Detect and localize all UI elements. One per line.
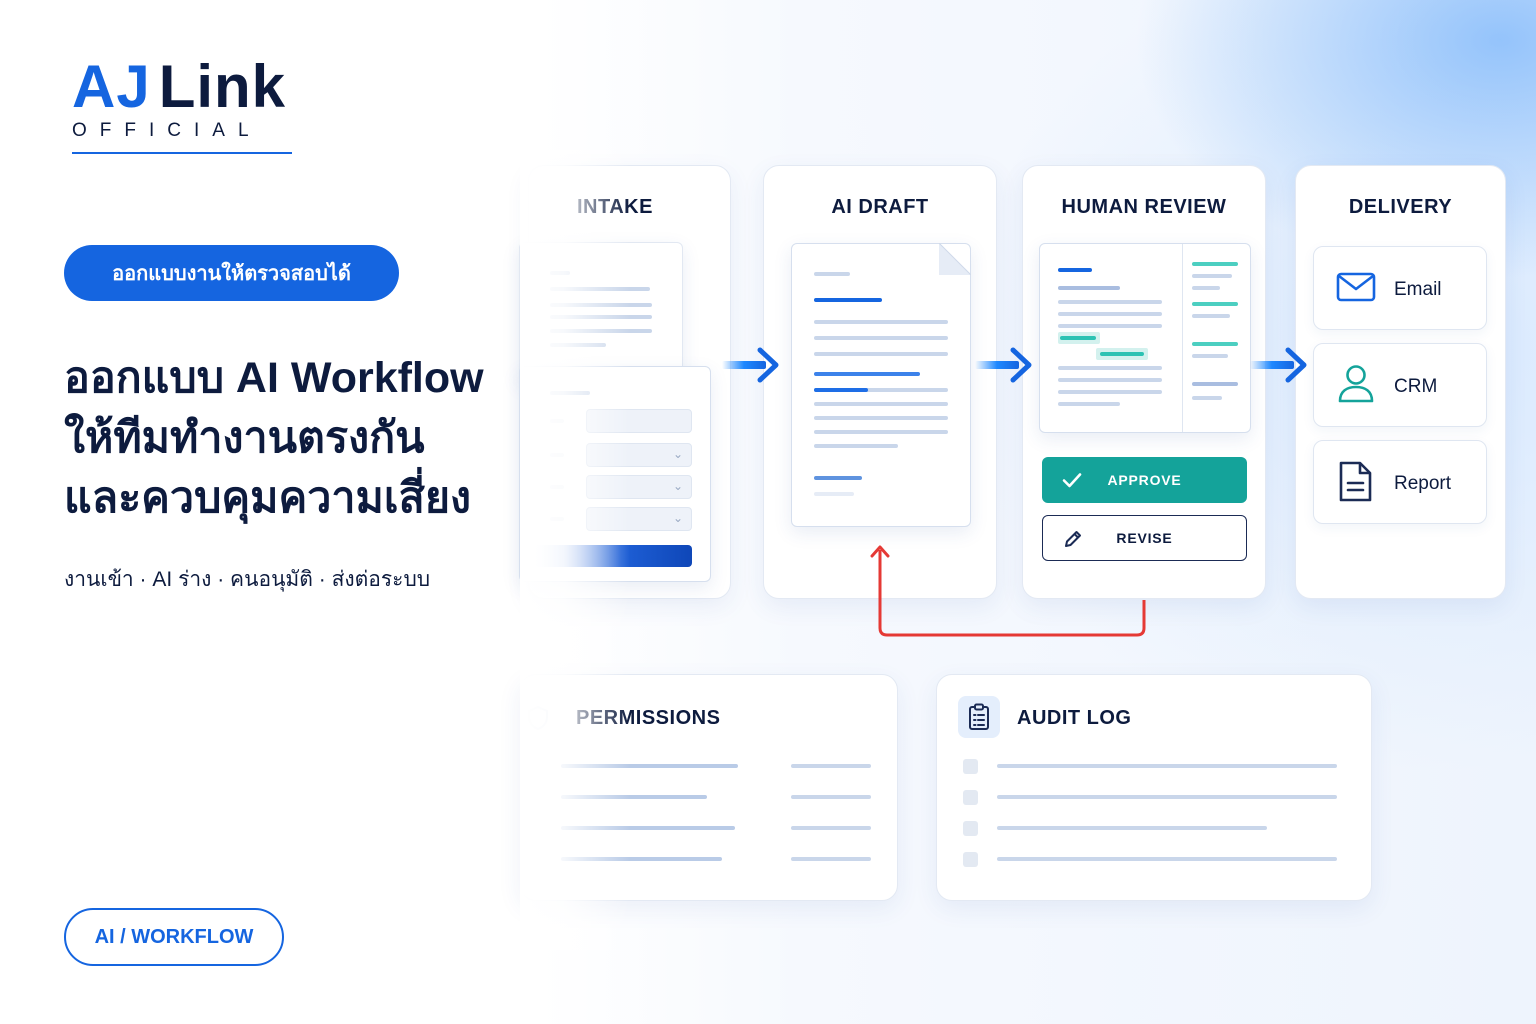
clipboard-icon xyxy=(969,703,989,730)
form-field-1[interactable] xyxy=(586,409,692,433)
chevron-down-icon: ⌄ xyxy=(672,511,683,525)
delivery-title: DELIVERY xyxy=(1348,196,1453,218)
revise-button[interactable]: REVISE xyxy=(1042,515,1247,561)
headline: ออกแบบ AI Workflow ให้ทีมทำงานตรงกัน และ… xyxy=(64,348,534,528)
mail-icon xyxy=(1336,272,1376,302)
category-pill[interactable]: AI / WORKFLOW xyxy=(64,908,284,966)
delivery-item-report[interactable]: Report xyxy=(1313,440,1487,524)
chevron-down-icon: ⌄ xyxy=(672,479,683,493)
ai-draft-document xyxy=(791,243,971,527)
form-submit-button[interactable] xyxy=(534,545,692,567)
delivery-report-label: Report xyxy=(1394,473,1452,494)
form-select-1[interactable]: ⌄ xyxy=(586,443,692,467)
shield-icon xyxy=(528,705,548,731)
tag-pill: ออกแบบงานให้ตรวจสอบได้ xyxy=(64,245,399,301)
form-select-2[interactable]: ⌄ xyxy=(586,475,692,499)
human-review-title: HUMAN REVIEW xyxy=(1061,196,1227,218)
form-select-3[interactable]: ⌄ xyxy=(586,507,692,531)
audit-row-checkbox[interactable] xyxy=(963,852,978,867)
pencil-icon xyxy=(1065,531,1081,547)
permissions-card: PERMISSIONS xyxy=(520,674,898,901)
process-subline: งานเข้า · AI ร่าง · คนอนุมัติ · ส่งต่อระ… xyxy=(64,568,431,591)
headline-line-2: ให้ทีมทำงานตรงกัน xyxy=(64,414,425,462)
audit-log-title: AUDIT LOG xyxy=(1017,707,1132,729)
headline-line-3: และควบคุมความเสี่ยง xyxy=(64,474,472,522)
audit-log-card: AUDIT LOG xyxy=(936,674,1372,901)
arrow-right-icon xyxy=(722,347,779,383)
revise-loop-arrow xyxy=(870,545,1146,637)
logo-aj: AJ xyxy=(72,53,151,120)
logo-underline xyxy=(72,152,292,154)
logo-subtitle: OFFICIAL xyxy=(72,120,262,141)
approve-button[interactable]: APPROVE xyxy=(1042,457,1247,503)
delivery-item-email[interactable]: Email xyxy=(1313,246,1487,330)
document-icon xyxy=(1339,461,1372,502)
audit-icon-tile xyxy=(958,696,1000,738)
chevron-down-icon: ⌄ xyxy=(672,447,683,461)
audit-row-checkbox[interactable] xyxy=(963,821,978,836)
approve-label: APPROVE xyxy=(1107,472,1182,488)
delivery-item-crm[interactable]: CRM xyxy=(1313,343,1487,427)
arrow-right-icon xyxy=(1250,347,1307,383)
page-fold-icon xyxy=(939,243,971,275)
revise-label: REVISE xyxy=(1116,530,1173,546)
arrow-right-icon xyxy=(975,347,1032,383)
delivery-email-label: Email xyxy=(1394,279,1442,300)
delivery-crm-label: CRM xyxy=(1394,376,1438,397)
check-icon xyxy=(1062,473,1082,488)
ai-draft-card: AI DRAFT xyxy=(763,165,997,599)
review-document xyxy=(1039,243,1251,433)
human-review-card: HUMAN REVIEW xyxy=(1022,165,1266,599)
intake-title: INTAKE xyxy=(577,196,653,218)
audit-row-checkbox[interactable] xyxy=(963,790,978,805)
headline-line-1: ออกแบบ AI Workflow xyxy=(64,354,484,402)
intake-document xyxy=(519,242,683,382)
intake-card: INTAKE ⌄ ⌄ ⌄ xyxy=(519,165,731,599)
permissions-title: PERMISSIONS xyxy=(576,707,721,729)
ai-draft-title: AI DRAFT xyxy=(831,196,929,218)
user-icon xyxy=(1338,365,1374,403)
intake-form: ⌄ ⌄ ⌄ xyxy=(519,366,711,582)
audit-row-checkbox[interactable] xyxy=(963,759,978,774)
logo-link: Link xyxy=(158,53,287,120)
